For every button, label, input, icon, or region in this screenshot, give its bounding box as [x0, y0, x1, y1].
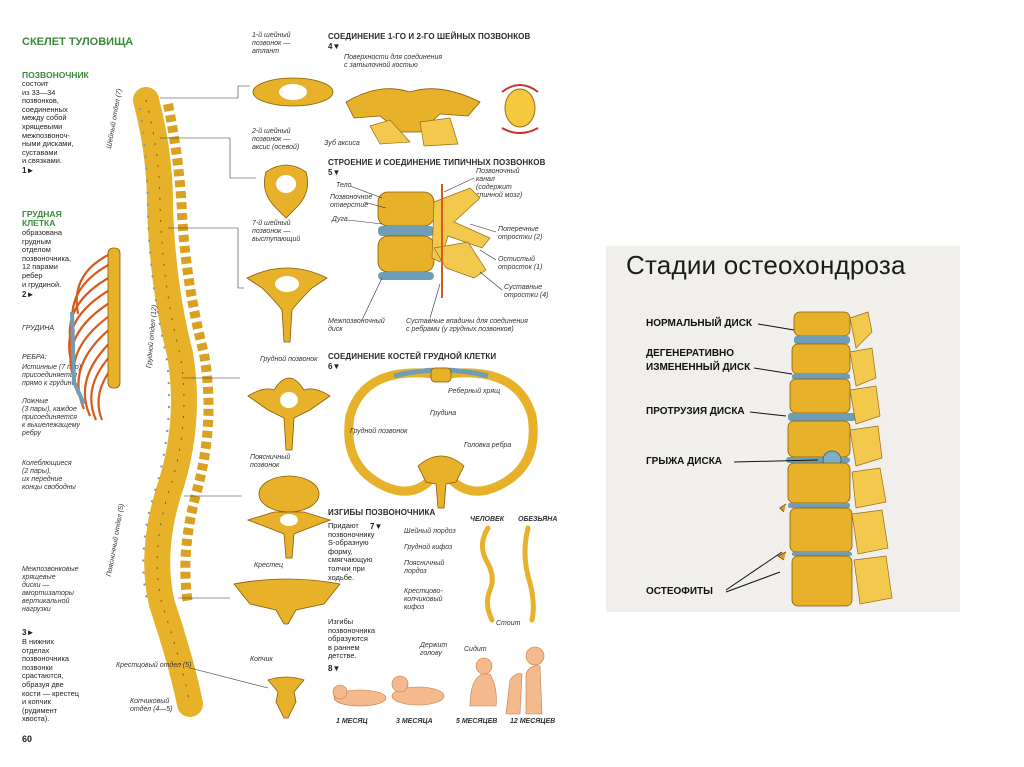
chest-ref: 2► — [22, 290, 35, 299]
lumbar-vertebra — [246, 475, 332, 559]
label-degenerative-2: ИЗМЕНЕННЫЙ ДИСК — [646, 362, 751, 373]
panel-title: Стадии остеохондроза — [626, 250, 906, 280]
sec7-human-label: ЧЕЛОВЕК — [470, 516, 504, 523]
page-number: 60 — [22, 734, 33, 744]
label-osteophytes: ОСТЕОФИТЫ — [646, 586, 713, 597]
sec8-babies-illustration — [332, 646, 545, 715]
main-spine — [133, 87, 214, 717]
sec6-rib-head-label: Головка ребра — [464, 442, 512, 449]
sacrum-label: Крестец — [254, 562, 284, 569]
fusion-ref: 3► — [22, 628, 35, 637]
c7-vertebra — [246, 267, 328, 343]
sec8-age-3: 5 МЕСЯЦЕВ — [456, 718, 498, 725]
sacrum — [233, 578, 341, 625]
sec7-ref: 7▼ — [370, 522, 383, 531]
sec7-thoracic-kyphosis: Грудной кифоз — [404, 544, 453, 551]
thoracic-vertebra — [247, 377, 331, 451]
sec6-sternum-label: Грудина — [430, 410, 457, 417]
sec4-title: СОЕДИНЕНИЕ 1-ГО И 2-ГО ШЕЙНЫХ ПОЗВОНКОВ — [328, 32, 531, 41]
sec6-cartilage-label: Реберный хрящ — [448, 388, 501, 395]
panel-leader-lines — [725, 323, 819, 593]
osteochondrosis-panel: Стадии остеохондроза НОРМАЛЬНЫЙ ДИСК ДЕГ… — [606, 246, 960, 612]
sec8-ref: 8▼ — [328, 664, 341, 673]
head-rotation-icon — [501, 84, 539, 134]
axis-vertebra — [263, 164, 309, 219]
sec8-age-2: 3 МЕСЯЦА — [396, 718, 433, 725]
spine-stages-illustration — [777, 311, 893, 607]
sec6-title: СОЕДИНЕНИЕ КОСТЕЙ ГРУДНОЙ КЛЕТКИ — [328, 352, 497, 361]
region-sacral: Крестцовый отдел (5) — [116, 662, 192, 669]
sec4-joint-illustration — [345, 88, 481, 147]
coccyx — [267, 676, 305, 719]
sec5-leader-lines — [347, 177, 503, 321]
sec5-title: СТРОЕНИЕ И СОЕДИНЕНИЕ ТИПИЧНЫХ ПОЗВОНКОВ — [328, 158, 546, 167]
sec6-ref: 6▼ — [328, 362, 341, 371]
sec5-body-label: Тело — [336, 182, 352, 189]
coccyx-label: Копчик — [250, 656, 273, 663]
sec7-title: ИЗГИБЫ ПОЗВОНОЧНИКА — [328, 508, 436, 517]
sec8-stands-label: Стоит — [496, 620, 521, 627]
label-normal-disc: НОРМАЛЬНЫЙ ДИСК — [646, 318, 753, 329]
connector-lines — [160, 85, 269, 689]
sec8-age-1: 1 МЕСЯЦ — [336, 718, 368, 725]
spine-ref: 1► — [22, 166, 35, 175]
label-protrusion: ПРОТРУЗИЯ ДИСКА — [646, 406, 745, 417]
sec7-monkey-label: ОБЕЗЬЯНА — [518, 516, 558, 523]
sec8-age-4: 12 МЕСЯЦЕВ — [510, 718, 556, 725]
sternum-label: ГРУДИНА — [22, 325, 55, 332]
thoracic-vertebra-label: Грудной позвонок — [260, 356, 318, 363]
label-hernia: ГРЫЖА ДИСКА — [646, 456, 723, 467]
ribcage-spine — [107, 247, 121, 389]
spine-heading: ПОЗВОНОЧНИК — [22, 70, 89, 80]
page-title: СКЕЛЕТ ТУЛОВИЩА — [22, 36, 134, 48]
sec7-curves-illustration — [480, 525, 536, 623]
sec4-tooth-label: Зуб аксиса — [324, 140, 360, 147]
sec5-arch-label: Дуга — [332, 216, 348, 223]
sec4-ref: 4▼ — [328, 42, 341, 51]
atlas-vertebra — [252, 77, 334, 107]
label-degenerative-1: ДЕГЕНЕРАТИВНО — [646, 348, 735, 359]
sec7-sacral-kyphosis: Крестцово-копчиковый кифоз — [404, 588, 443, 611]
spine-illustration — [68, 87, 214, 717]
sec7-cervical-lordosis: Шейный лордоз — [404, 528, 456, 535]
sec5-ref: 5▼ — [328, 168, 341, 177]
sec8-sits-label: Сидит — [464, 646, 487, 653]
sec6-vertebra-label: Грудной позвонок — [350, 428, 408, 435]
ribs-label: РЕБРА: — [22, 354, 47, 361]
sec6-ribcage-illustration — [344, 367, 538, 509]
sec5-vertebrae-illustration — [377, 184, 491, 298]
